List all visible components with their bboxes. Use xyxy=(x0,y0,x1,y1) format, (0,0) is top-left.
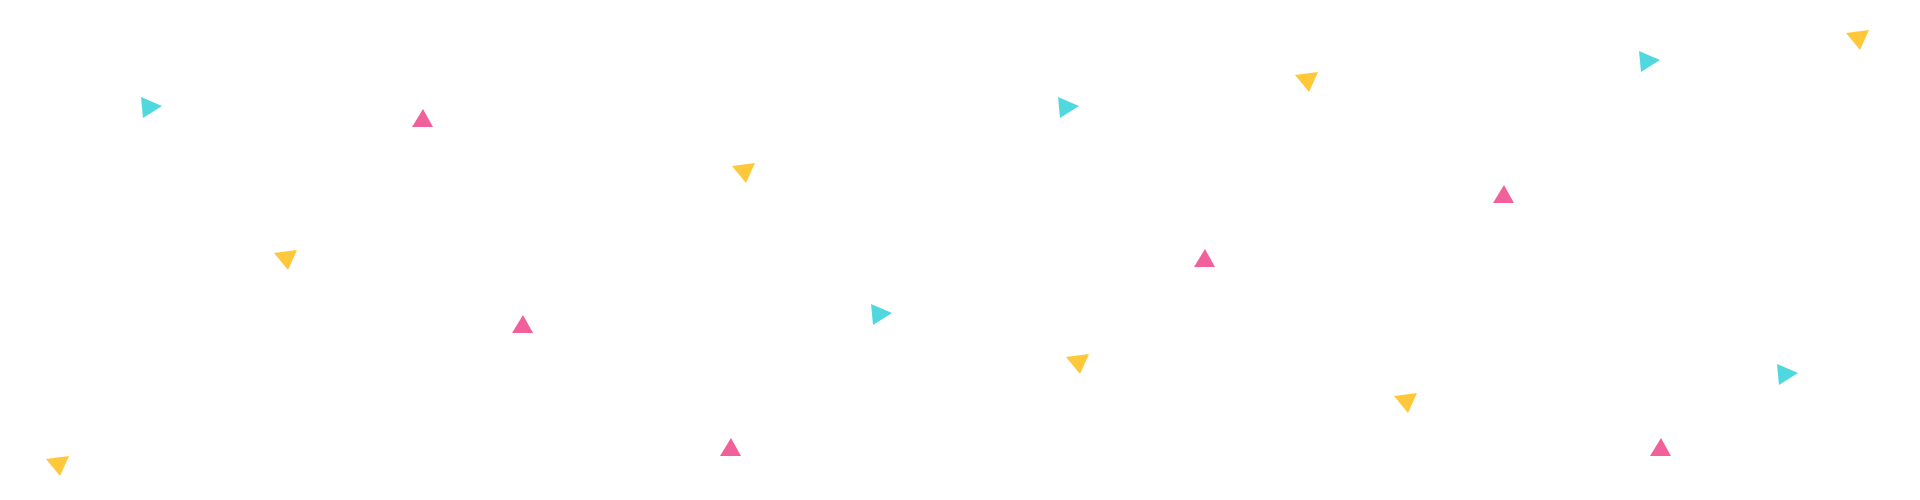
pink-triangle xyxy=(1650,438,1671,456)
yellow-triangle xyxy=(274,250,297,270)
pink-triangle xyxy=(1493,185,1514,203)
pink-triangle xyxy=(720,438,741,456)
yellow-triangle xyxy=(1295,72,1318,92)
yellow-triangle xyxy=(46,456,69,476)
cyan-triangle xyxy=(1777,364,1798,385)
yellow-triangle xyxy=(732,163,755,183)
cyan-triangle xyxy=(1058,97,1079,118)
pink-triangle xyxy=(512,315,533,333)
pink-triangle xyxy=(1194,249,1215,267)
pink-triangle xyxy=(412,109,433,127)
cyan-triangle xyxy=(1639,51,1660,72)
yellow-triangle xyxy=(1846,30,1869,50)
yellow-triangle xyxy=(1394,393,1417,413)
cyan-triangle xyxy=(141,97,162,118)
cyan-triangle xyxy=(871,304,892,325)
yellow-triangle xyxy=(1066,354,1089,374)
